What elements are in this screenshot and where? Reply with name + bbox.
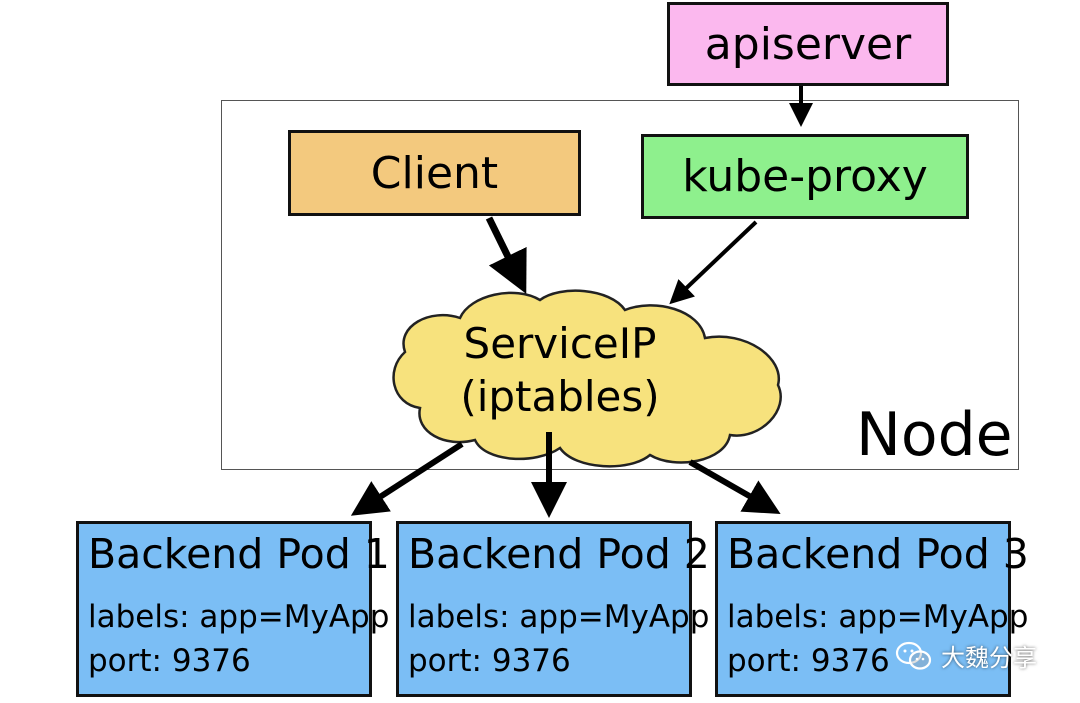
pod-title: Backend Pod 1 (88, 530, 390, 578)
arrow-service-ip-to-pod-1 (350, 441, 464, 516)
service-ip-label: ServiceIP (463, 319, 657, 368)
watermark: 大魏分享 (895, 638, 1037, 673)
node-label: Node (856, 400, 1013, 470)
kube-proxy-label: kube-proxy (682, 151, 928, 202)
client-box: Client (288, 130, 581, 216)
backend-pod-3: Backend Pod 3 labels: app=MyApp port: 93… (715, 521, 1029, 697)
iptables-label: (iptables) (460, 371, 660, 421)
apiserver-label: apiserver (704, 18, 912, 70)
arrow-kube-proxy-to-service-ip (669, 220, 758, 305)
pod-labels: labels: app=MyApp (727, 599, 1029, 635)
service-ip-cloud (392, 289, 782, 468)
apiserver-box: apiserver (667, 2, 949, 86)
pod-port: port: 9376 (408, 643, 571, 679)
backend-pod-1: Backend Pod 1 labels: app=MyApp port: 93… (76, 521, 390, 697)
watermark-text: 大魏分享 (941, 644, 1037, 672)
pod-title: Backend Pod 3 (727, 530, 1029, 578)
pod-port: port: 9376 (727, 643, 890, 679)
pod-title: Backend Pod 2 (408, 530, 710, 578)
arrow-service-ip-to-pod-3 (688, 459, 781, 514)
pod-port: port: 9376 (88, 643, 251, 679)
pod-labels: labels: app=MyApp (88, 599, 390, 635)
backend-pod-2: Backend Pod 2 labels: app=MyApp port: 93… (396, 521, 710, 697)
pod-labels: labels: app=MyApp (408, 599, 710, 635)
kube-proxy-box: kube-proxy (641, 134, 969, 219)
wechat-icon (895, 641, 932, 670)
service-ip-text: ServiceIP (iptables) (420, 318, 700, 423)
arrow-client-to-service-ip (485, 216, 527, 294)
client-label: Client (370, 147, 499, 199)
